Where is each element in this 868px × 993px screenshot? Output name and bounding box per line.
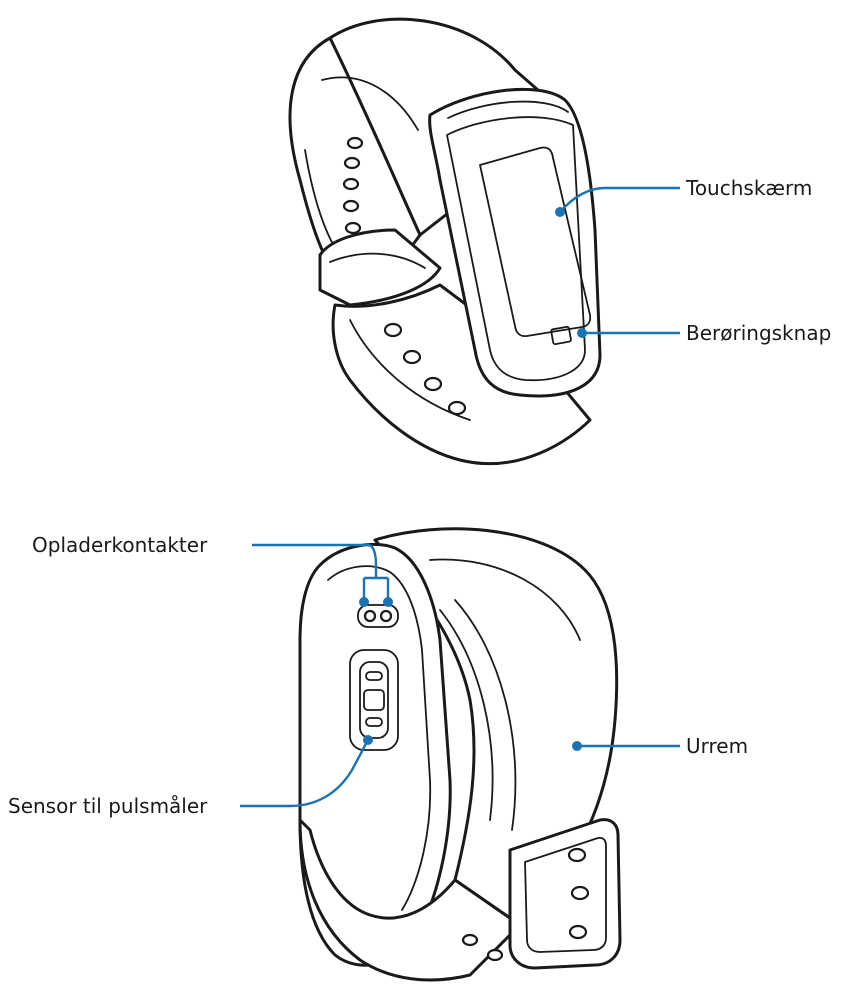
band-back-view — [298, 527, 622, 982]
leader-charger-contacts — [252, 543, 393, 607]
buckle-holes — [567, 847, 590, 940]
leader-touchscreen — [555, 186, 680, 217]
buckle — [508, 818, 622, 970]
strap-holes-lower — [383, 322, 467, 416]
leader-touch-key — [577, 328, 680, 338]
label-touchscreen: Touchskærm — [686, 176, 813, 200]
label-touch-key: Berøringsknap — [686, 321, 832, 345]
strap-holes-bottom — [461, 933, 504, 962]
heart-rate-sensor — [349, 649, 399, 751]
leader-heart-rate-sensor — [240, 735, 373, 808]
charger-contacts — [357, 604, 399, 628]
label-heart-rate-sensor: Sensor til pulsmåler — [8, 794, 208, 818]
strap-outer — [373, 527, 619, 927]
label-strap: Urrem — [686, 734, 749, 758]
leader-strap — [572, 741, 680, 751]
band-front-view — [288, 17, 602, 466]
label-charger-contacts: Opladerkontakter — [32, 533, 208, 557]
touchscreen-display — [479, 146, 592, 338]
device-body — [428, 87, 602, 398]
strap-keeper — [318, 228, 442, 307]
touch-key-button — [550, 325, 572, 346]
